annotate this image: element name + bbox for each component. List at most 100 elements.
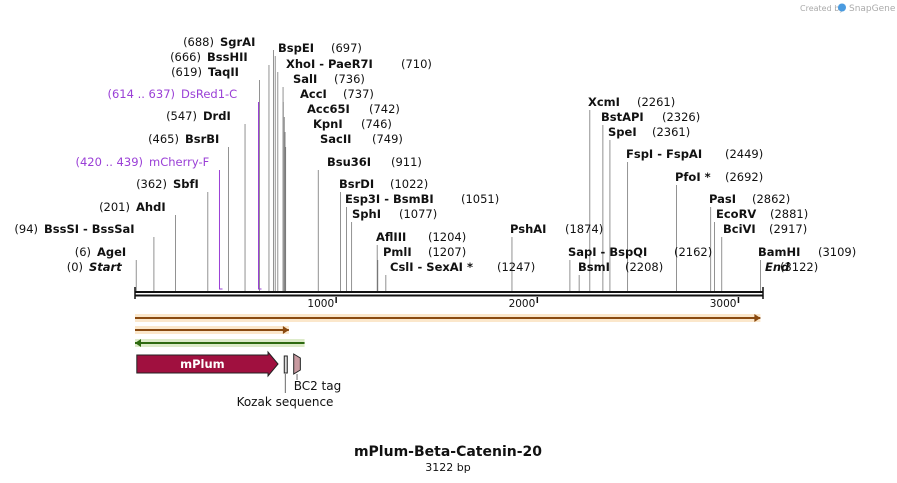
site-label-bcivi[interactable]: BciVI(2917) xyxy=(723,222,807,236)
site-label-bstapi[interactable]: BstAPI(2326) xyxy=(601,110,700,124)
site-position-acci: (737) xyxy=(343,87,374,101)
site-name-sali: SalI xyxy=(293,72,317,86)
site-position-start: (0) xyxy=(67,260,83,274)
snapgene-logo-icon xyxy=(838,3,846,12)
site-name-spei: SpeI xyxy=(608,125,637,139)
site-name-xhoi-paer7i: XhoI - PaeR7I xyxy=(286,57,373,71)
map-title: mPlum-Beta-Catenin-20 xyxy=(354,444,542,460)
snapgene-logo xyxy=(838,3,846,12)
site-name-drdi: DrdI xyxy=(203,109,231,123)
site-name-bsmi: BsmI xyxy=(578,260,610,274)
ruler-label-3000: 3000 xyxy=(710,298,737,310)
site-label-esp3i-bsmbi[interactable]: Esp3I - BsmBI(1051) xyxy=(345,192,499,206)
site-position-bcivi: (2917) xyxy=(769,222,807,236)
site-position-taqii: (619) xyxy=(171,65,202,79)
site-position-bsrbi: (465) xyxy=(148,132,179,146)
site-label-sali[interactable]: SalI(736) xyxy=(293,72,365,86)
site-name-end: End xyxy=(765,260,790,274)
orf-3[interactable] xyxy=(135,339,305,347)
site-label-bsu36i[interactable]: Bsu36I (911) xyxy=(327,155,422,169)
site-label-sapi-bspqi[interactable]: SapI - BspQI(2162) xyxy=(568,245,712,259)
feature-kozak-sequence[interactable]: Kozak sequence xyxy=(237,355,334,409)
site-name-bsssi-bsssai: BssSI - BssSaI xyxy=(44,222,135,236)
site-label-bsssi-bsssai[interactable]: BssSI - BssSaI (94) xyxy=(14,222,134,236)
site-label-ecorv[interactable]: EcoRV(2881) xyxy=(716,207,808,221)
site-label-spei[interactable]: SpeI (2361) xyxy=(608,125,690,139)
site-label-agei[interactable]: AgeI(6) xyxy=(75,245,127,259)
site-name-pshai: PshAI xyxy=(510,222,546,236)
site-position-pfoi: (2692) xyxy=(725,170,763,184)
site-name-pfoi: PfoI * xyxy=(675,170,711,184)
site-label-ahdi[interactable]: AhdI(201) xyxy=(99,200,166,214)
site-position-xhoi-paer7i: (710) xyxy=(401,57,432,71)
ruler-label-1000: 1000 xyxy=(307,298,334,310)
feature-bc2-tag[interactable]: BC2 tag xyxy=(293,353,342,393)
site-name-csli-sexai: CslI - SexAI * xyxy=(390,260,473,274)
site-label-bsshii[interactable]: BssHII(666) xyxy=(170,50,248,64)
site-label-sbfi[interactable]: SbfI(362) xyxy=(136,177,199,191)
primer-leader-mcherry-f xyxy=(218,170,223,290)
site-name-sphi: SphI xyxy=(352,207,381,221)
orf-2[interactable] xyxy=(135,326,289,334)
site-name-bsrdi: BsrDI xyxy=(339,177,374,191)
site-labels: SgrAI (688)BssHII(666)TaqII(619) DsRed1-C(… xyxy=(14,35,856,274)
site-label-drdi[interactable]: DrdI(547) xyxy=(166,109,231,123)
site-label-xcmi[interactable]: XcmI(2261) xyxy=(588,95,675,109)
site-label-afliii[interactable]: AflIII(1204) xyxy=(376,230,466,244)
site-label-sacii[interactable]: SacII(749) xyxy=(320,132,403,146)
site-label-sphi[interactable]: SphI (1077) xyxy=(352,207,437,221)
site-label-kpni[interactable]: KpnI (746) xyxy=(313,117,392,131)
site-name-sgrai: SgrAI xyxy=(220,35,255,49)
orf-arrowhead xyxy=(282,326,289,334)
site-position-spei: (2361) xyxy=(652,125,690,139)
site-label-pmli[interactable]: PmlI(1207) xyxy=(383,245,466,259)
site-position-agei: (6) xyxy=(75,245,91,259)
site-name-bstapi: BstAPI xyxy=(601,110,644,124)
site-label-mcherry-f[interactable]: mCherry-F(420 .. 439) xyxy=(76,155,210,169)
feature-label: BC2 tag xyxy=(294,379,342,393)
site-name-kpni: KpnI xyxy=(313,117,343,131)
site-name-sapi-bspqi: SapI - BspQI xyxy=(568,245,647,259)
orf-arrowhead xyxy=(135,339,141,347)
site-position-bsu36i: (911) xyxy=(391,155,422,169)
site-label-bspei[interactable]: BspEI(697) xyxy=(278,41,362,55)
site-label-taqii[interactable]: TaqII(619) xyxy=(171,65,239,79)
site-position-sgrai: (688) xyxy=(183,35,214,49)
site-position-sphi: (1077) xyxy=(399,207,437,221)
site-name-sbfi: SbfI xyxy=(173,177,199,191)
site-label-pfoi[interactable]: PfoI * (2692) xyxy=(675,170,763,184)
site-position-bsmi: (2208) xyxy=(625,260,663,274)
site-label-pshai[interactable]: PshAI(1874) xyxy=(510,222,603,236)
feature-mplum[interactable]: mPlum xyxy=(136,350,279,378)
feature-box xyxy=(293,353,301,375)
site-label-end[interactable]: End(3122) xyxy=(765,260,818,274)
site-name-pmli: PmlI xyxy=(383,245,412,259)
site-label-sgrai[interactable]: SgrAI (688) xyxy=(183,35,255,49)
site-name-ahdi: AhdI xyxy=(136,200,166,214)
site-name-afliii: AflIII xyxy=(376,230,406,244)
site-label-bamhi[interactable]: BamHI(3109) xyxy=(758,245,856,259)
site-label-start[interactable]: Start (0) xyxy=(67,260,123,274)
site-name-bsu36i: Bsu36I xyxy=(327,155,371,169)
site-label-acci[interactable]: AccI(737) xyxy=(300,87,374,101)
site-position-fspi-fspai: (2449) xyxy=(725,147,763,161)
site-label-bsrbi[interactable]: BsrBI(465) xyxy=(148,132,219,146)
site-name-pasi: PasI xyxy=(709,192,736,206)
site-label-pasi[interactable]: PasI(2862) xyxy=(709,192,790,206)
site-position-kpni: (746) xyxy=(361,117,392,131)
site-label-csli-sexai[interactable]: CslI - SexAI *(1247) xyxy=(390,260,535,274)
site-label-bsmi[interactable]: BsmI (2208) xyxy=(578,260,663,274)
site-name-start: Start xyxy=(89,260,122,274)
dna-backbone xyxy=(134,287,764,299)
orf-1[interactable] xyxy=(135,314,761,322)
site-label-xhoi-paer7i[interactable]: XhoI - PaeR7I (710) xyxy=(286,57,432,71)
site-label-fspi-fspai[interactable]: FspI - FspAI(2449) xyxy=(626,147,763,161)
site-label-dsred1-c[interactable]: DsRed1-C(614 .. 637) xyxy=(108,87,238,101)
site-label-acc65i[interactable]: Acc65I(742) xyxy=(307,102,400,116)
site-label-bsrdi[interactable]: BsrDI(1022) xyxy=(339,177,428,191)
site-position-bsssi-bsssai: (94) xyxy=(14,222,38,236)
site-name-ecorv: EcoRV xyxy=(716,207,756,221)
credit-prefix: Created by xyxy=(800,4,844,13)
